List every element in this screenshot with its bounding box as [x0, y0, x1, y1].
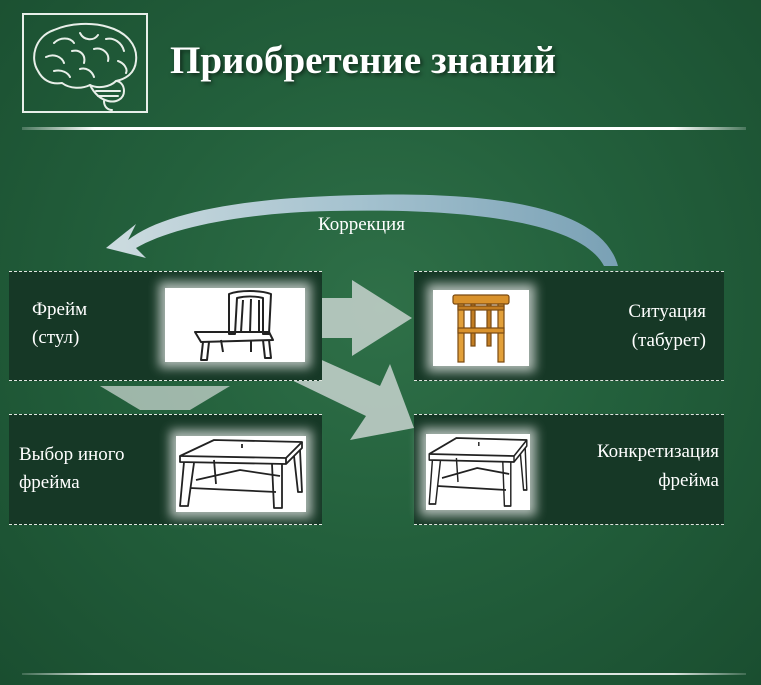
table-picture-right — [426, 434, 530, 510]
chair-picture — [165, 288, 305, 362]
frame-label-line2: (стул) — [32, 324, 79, 352]
frame-label-line1: Фрейм — [32, 296, 87, 324]
frame-to-choose-arrow — [100, 386, 230, 410]
stool-picture — [433, 290, 529, 366]
footer-divider — [22, 673, 746, 675]
stool-icon — [433, 290, 529, 366]
concretization-label-line2: фрейма — [658, 467, 719, 495]
frame-to-situation-arrow — [322, 280, 412, 356]
chair-icon — [165, 288, 305, 362]
correction-label: Коррекция — [318, 214, 405, 236]
table-icon — [176, 436, 306, 512]
situation-label-line2: (табурет) — [632, 327, 706, 355]
choose-other-label-line2: фрейма — [19, 469, 80, 497]
situation-label-line1: Ситуация — [628, 298, 706, 326]
concretization-label-line1: Конкретизация — [597, 438, 719, 466]
table-picture-left — [176, 436, 306, 512]
table-icon — [426, 434, 530, 510]
choose-other-label-line1: Выбор иного — [19, 441, 125, 469]
